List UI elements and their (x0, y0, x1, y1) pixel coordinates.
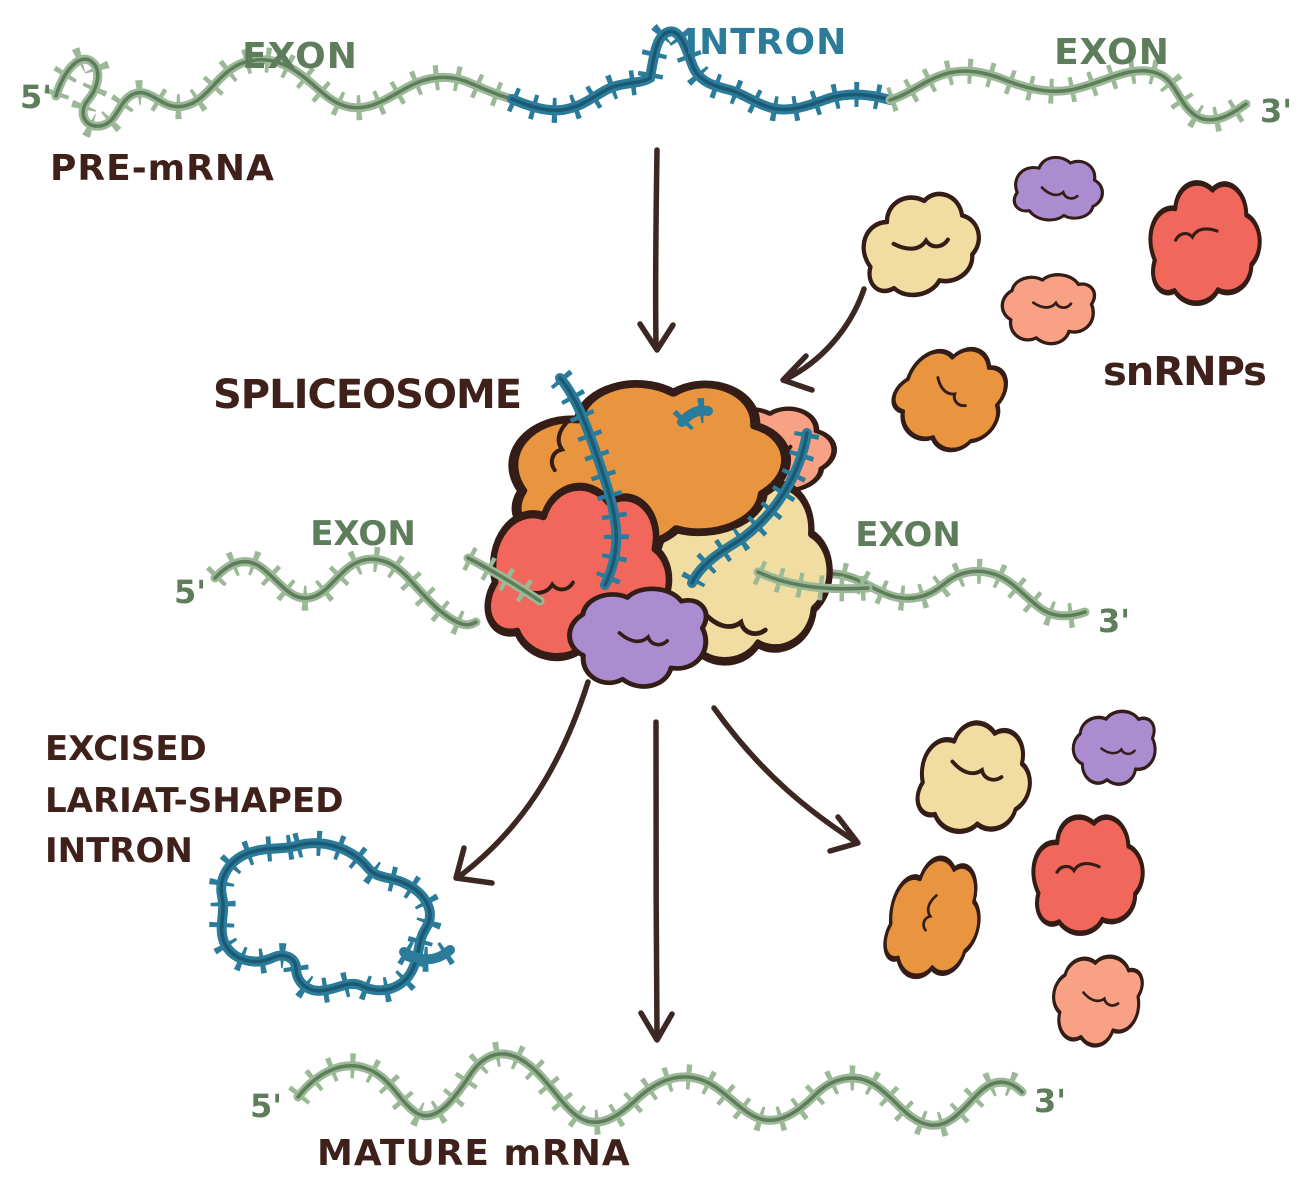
spliceosome-exon-left-strand (205, 546, 482, 638)
lariat-loop (208, 830, 459, 1004)
excised-label-line1: EXCISED (45, 729, 207, 769)
mature-mrna-three-prime-label: 3' (1034, 1082, 1066, 1120)
lariat-loop-edge (219, 841, 432, 993)
spliceosome-intron-tuft (672, 398, 713, 431)
arrow-shaft (457, 679, 591, 879)
snrnp-blob-red-shape (1147, 179, 1264, 306)
pre-mrna-exon-left-edge (54, 57, 514, 128)
spliceosome-five-prime-label: 5' (174, 573, 206, 611)
arrow-spliceosome-to-lariat (453, 679, 591, 886)
arrow-shaft (653, 719, 660, 1039)
snrnp-blob-red (1028, 811, 1149, 938)
spliceosome-exon-tuft-left (462, 546, 547, 612)
snrnp-blob-red (1147, 179, 1264, 306)
mature-mrna-strand (293, 1049, 1027, 1130)
pre-mrna-exon-left-segment (44, 46, 517, 139)
mature-mrna-strand-group (288, 1041, 1031, 1138)
spliceosome-blob-purple (568, 586, 708, 689)
exon-right-edge (778, 569, 1087, 618)
arrow-snrnps-to-spliceosome (780, 286, 867, 393)
lariat-loop-ticks (208, 830, 443, 1004)
snrnp-blob-purple (1010, 151, 1108, 227)
excised-label-line2: LARIAT-SHAPED (45, 781, 343, 821)
exon-tuft-right-edge (756, 570, 870, 591)
pre-mrna-intron-edge (510, 29, 892, 113)
spliceosome-complex (462, 369, 873, 689)
arrow-shaft (783, 286, 867, 382)
snrnp-blob-cream (855, 185, 989, 304)
snrnp-blob-cream-shape (912, 715, 1039, 843)
arrow-shaft (652, 147, 660, 347)
snrnp-blob-purple-shape (1070, 708, 1159, 788)
excised-label-line3: INTRON (45, 831, 193, 871)
spliceosome-three-prime-label: 3' (1098, 602, 1130, 640)
arrow-head (637, 321, 676, 353)
spliceosome-exon-right-strand (775, 558, 1090, 629)
spliceosome-exon-tuft-right (752, 560, 873, 602)
pre-mrna-strand: 5' EXON INTRON EXON 3' PRE-mRNA (20, 19, 1292, 189)
mature-mrna-label: MATURE mRNA (317, 1133, 631, 1174)
spliceosome-assembly: SPLICEOSOME EXON 5' EXON 3' (174, 369, 1130, 689)
snrnp-blob-purple (1070, 708, 1159, 788)
pre-mrna-exon-right-edge (888, 69, 1248, 122)
spliceosome-label: SPLICEOSOME (213, 372, 521, 418)
snrnp-blob-salmon (997, 268, 1099, 349)
spliceosome-intron-strand-right (680, 428, 820, 589)
spliceosome-exon-left-label: EXON (310, 514, 416, 554)
snrnp-blob-cream (912, 715, 1039, 843)
arrow-head (453, 845, 495, 886)
snrnp-blob-purple-shape (1010, 151, 1108, 227)
arrow-shaft (711, 705, 859, 845)
snrnp-blob-salmon (1046, 948, 1146, 1052)
pre-mrna-intron-segment (506, 19, 895, 123)
lariat-loop-strand (216, 838, 435, 996)
snrnps-top-cluster: snRNPs (780, 151, 1267, 471)
pre-mrna-three-prime-label: 3' (1260, 92, 1292, 130)
snrnp-blob-orange (880, 325, 1025, 471)
arrow-head (780, 353, 815, 393)
pre-mrna-name-label: PRE-mRNA (50, 148, 275, 189)
arrow-premrna-to-spliceosome (637, 147, 676, 353)
pre-mrna-five-prime-label: 5' (20, 78, 52, 116)
snrnp-blob-red-shape (1028, 811, 1149, 938)
arrow-head (827, 814, 861, 854)
spliceosome-exon-right-label: EXON (855, 515, 961, 555)
intron-thread-right-edge (690, 431, 809, 585)
snrnps-label: snRNPs (1103, 349, 1266, 395)
spliceosome-intron-strand-left (550, 369, 629, 591)
mature-mrna: 5' 3' MATURE mRNA (250, 1041, 1066, 1174)
snrnp-blob-orange (879, 850, 991, 987)
exon-left-edge (213, 557, 478, 627)
intron-thread-left-edge (558, 376, 619, 587)
exon-tuft-left-edge (466, 556, 542, 603)
mature-mrna-edge (296, 1052, 1024, 1127)
pre-mrna-exon-right-segment (885, 58, 1254, 133)
snrnp-blob-orange-shape (880, 325, 1025, 471)
excised-lariat-intron: EXCISED LARIAT-SHAPED INTRON (45, 729, 459, 1004)
intron-tuft (677, 405, 713, 427)
snrnp-blob-orange-shape (879, 850, 991, 987)
arrow-head (638, 1010, 675, 1043)
arrow-spliceosome-to-mature-mrna (638, 719, 675, 1043)
pre-mrna-intron-label: INTRON (685, 22, 848, 63)
lariat-tail (399, 945, 455, 965)
snrnps-bottom-cluster (879, 708, 1159, 1052)
pre-mrna-exon-right-label: EXON (1054, 32, 1170, 73)
pre-mrna-exon-left-label: EXON (242, 36, 358, 77)
arrow-spliceosome-to-snrnps (711, 705, 861, 854)
mature-mrna-five-prime-label: 5' (250, 1087, 282, 1125)
